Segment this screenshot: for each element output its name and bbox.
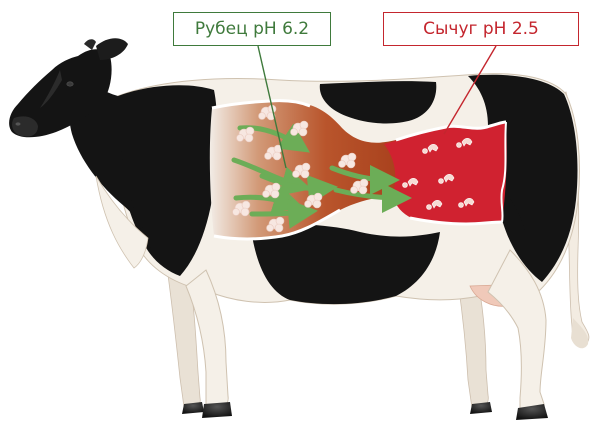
cow-poll xyxy=(84,39,96,50)
cow-nostril xyxy=(16,122,21,125)
abomasum-label: Сычуг pH 2.5 xyxy=(383,12,579,46)
cow-hoof-4 xyxy=(202,402,232,418)
cow-eye xyxy=(67,82,73,86)
flow-arrow-5 xyxy=(252,212,306,214)
rumen-label: Рубец pH 6.2 xyxy=(173,12,331,46)
cow-ear xyxy=(96,38,128,60)
